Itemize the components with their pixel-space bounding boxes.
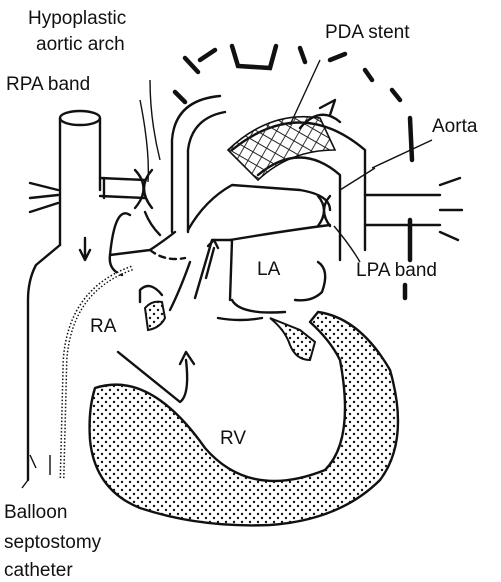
rpa-band-label: RPA band xyxy=(6,74,90,95)
left-atrium xyxy=(230,225,361,314)
right-ventricle-wall xyxy=(88,310,400,527)
svc-flow-arrow xyxy=(78,236,92,262)
balloon-label-line1: Balloon xyxy=(4,502,67,523)
lpa-band-label: LPA band xyxy=(356,260,437,281)
rpa-band xyxy=(133,99,154,210)
superior-vena-cava xyxy=(58,109,102,247)
hypoplastic-label-line2: aortic arch xyxy=(36,34,125,55)
pda-stent-label: PDA stent xyxy=(325,22,410,43)
hypoplastic-label-line1: Hypoplastic xyxy=(28,8,126,29)
la-label: LA xyxy=(257,259,281,280)
aorta-label: Aorta xyxy=(432,116,478,137)
pda-stent xyxy=(226,59,342,182)
balloon-label-line3: catheter xyxy=(4,560,73,581)
rv-label: RV xyxy=(220,428,246,449)
hypoplastic-aortic-arch xyxy=(149,79,227,234)
dashed-aorta-outline xyxy=(172,43,415,301)
right-atrium xyxy=(108,210,192,332)
right-pulmonary-artery xyxy=(28,176,147,214)
ra-flow-arrow xyxy=(116,350,196,404)
pulmonary-trunk xyxy=(186,183,332,302)
balloon-septostomy-catheter xyxy=(21,243,133,489)
labels: Hypoplastic aortic arch PDA stent RPA ba… xyxy=(4,8,478,581)
balloon-label-line2: septostomy xyxy=(4,532,102,553)
ra-label: RA xyxy=(90,316,117,337)
